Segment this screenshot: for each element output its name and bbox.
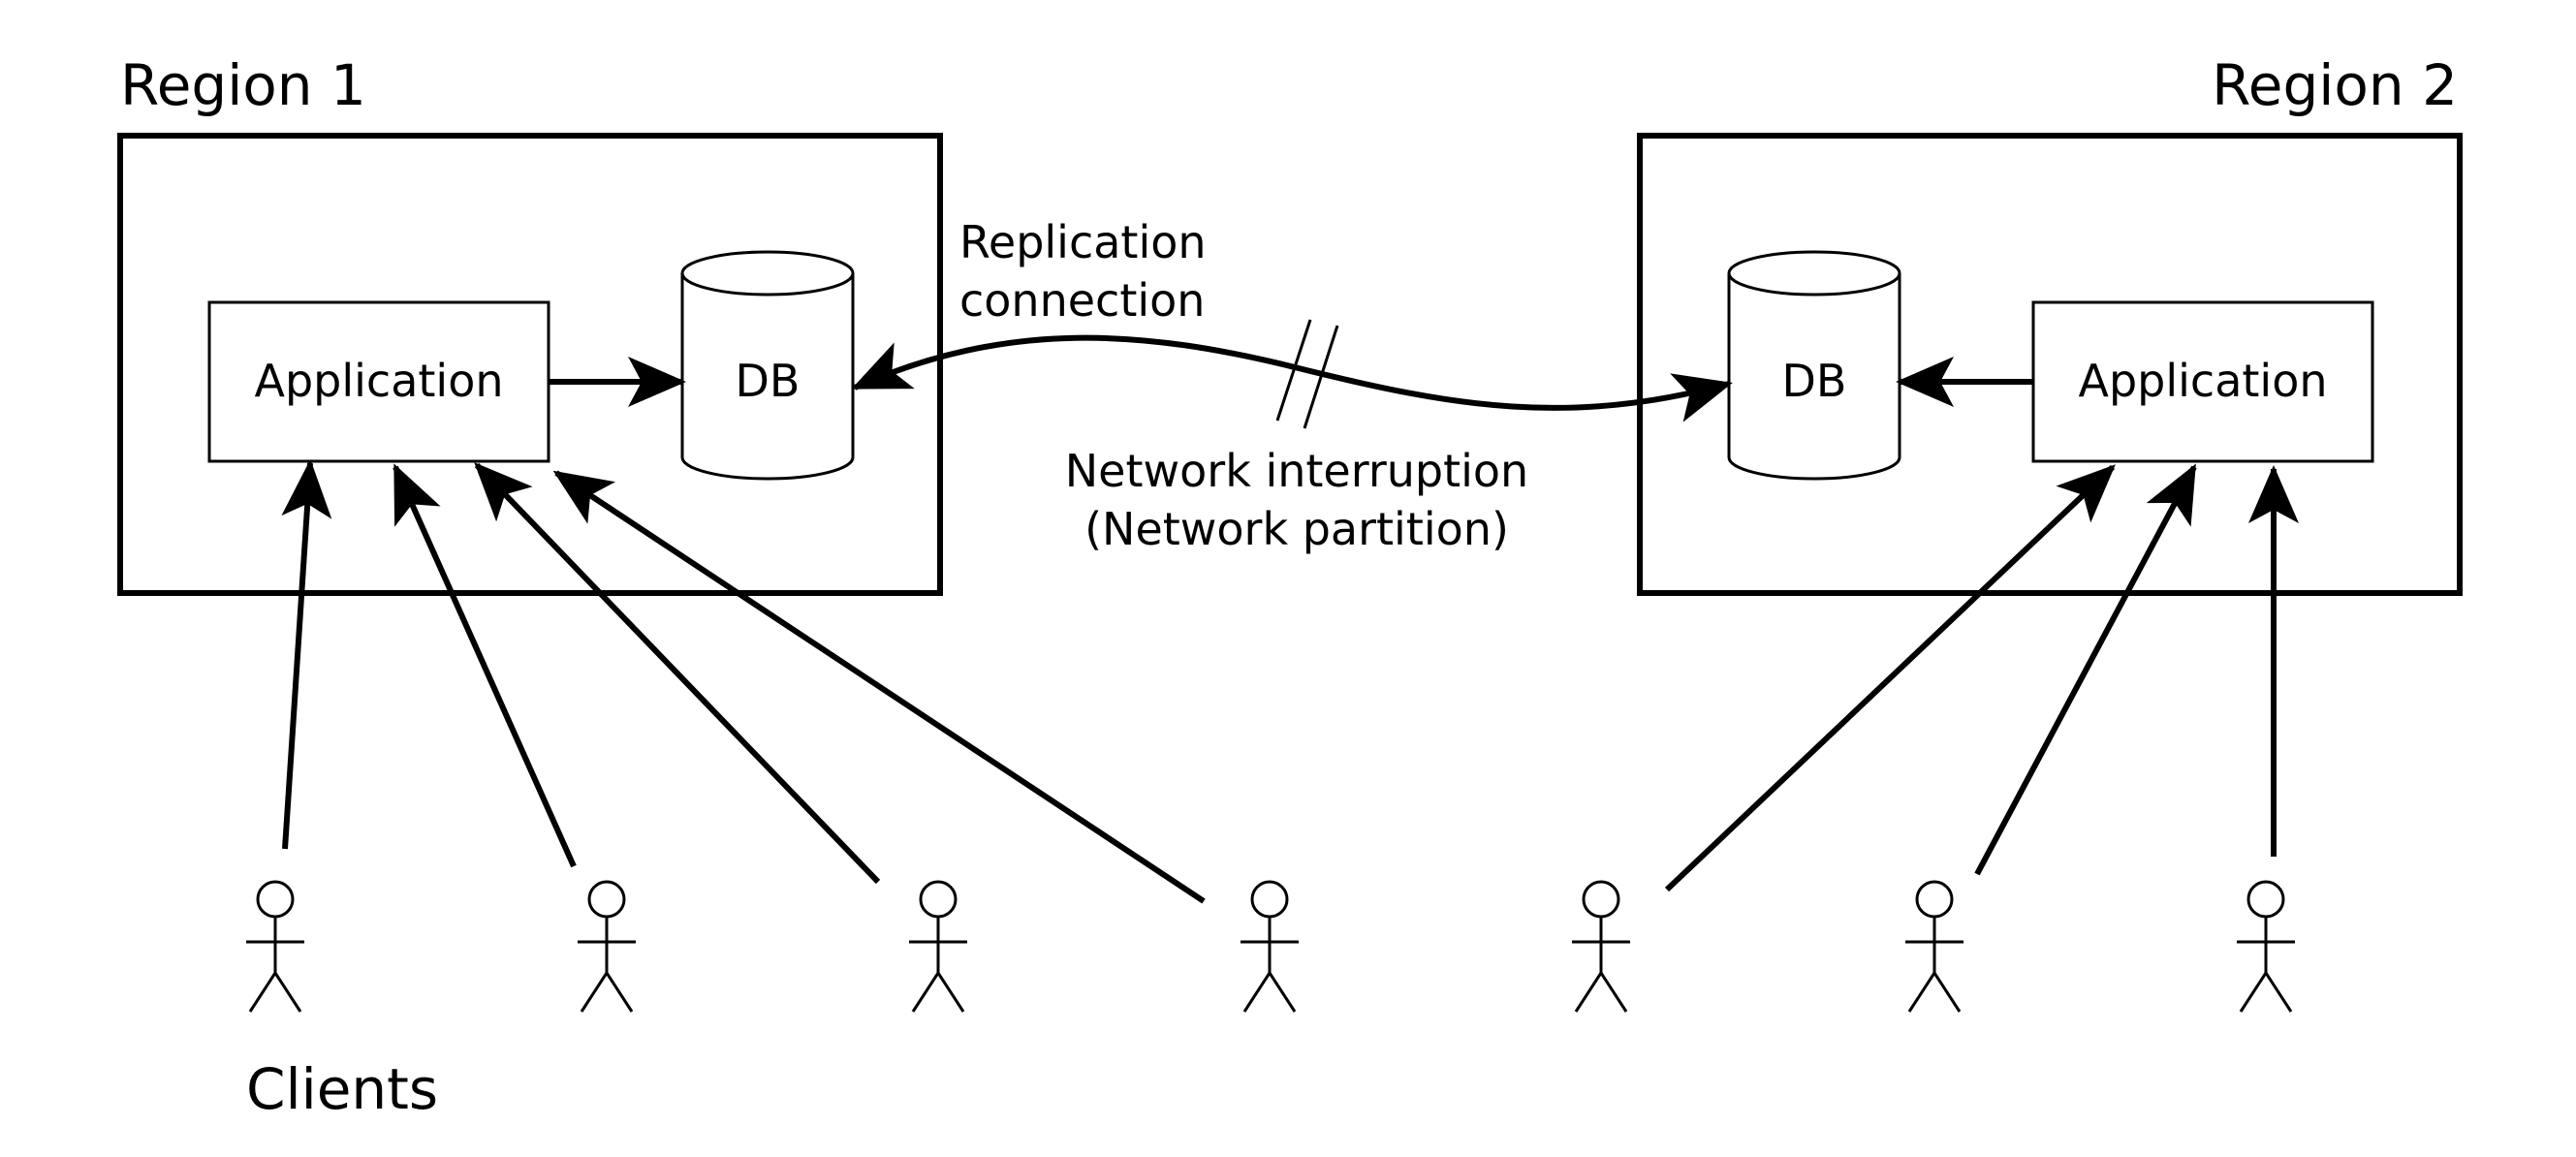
- client-person-icon: [1241, 880, 1299, 1013]
- region-2-application-label: Application: [2078, 355, 2327, 407]
- client-person-icon: [2237, 880, 2295, 1013]
- client-6-request-arrow: [1974, 463, 2197, 876]
- region-2-db-label: DB: [1782, 355, 1847, 407]
- region-2-title: Region 2: [2212, 52, 2458, 118]
- client-5-request-arrow: [1664, 464, 2116, 892]
- client-person-icon: [1905, 880, 1963, 1013]
- clients-group: [246, 880, 2295, 1013]
- client-4-request-arrow: [552, 470, 1206, 904]
- replication-label-line-1: Replication: [959, 216, 1207, 268]
- replication-label-line-2: connection: [959, 274, 1205, 327]
- network-break-mark-2: [1303, 325, 1339, 429]
- replication-connection-arrow: [851, 334, 1733, 422]
- client-3-request-arrow: [474, 462, 881, 885]
- client-1-request-arrow: [281, 459, 332, 850]
- region-1-db-label: DB: [736, 355, 801, 407]
- network-interruption-label-line-1: Network interruption: [1065, 445, 1528, 497]
- client-person-icon: [246, 880, 304, 1013]
- network-interruption-label-line-2: (Network partition): [1084, 503, 1509, 555]
- region-2-database-icon: [1727, 250, 1901, 481]
- client-2-request-arrow: [393, 463, 577, 868]
- region-1-application-label: Application: [254, 355, 503, 407]
- clients-label: Clients: [246, 1056, 438, 1122]
- region-1-database-icon: [680, 250, 855, 481]
- client-person-icon: [1572, 880, 1630, 1013]
- client-person-icon: [909, 880, 967, 1013]
- region-1-title: Region 1: [120, 52, 366, 118]
- client-person-icon: [578, 880, 636, 1013]
- network-break-mark-1: [1275, 319, 1312, 422]
